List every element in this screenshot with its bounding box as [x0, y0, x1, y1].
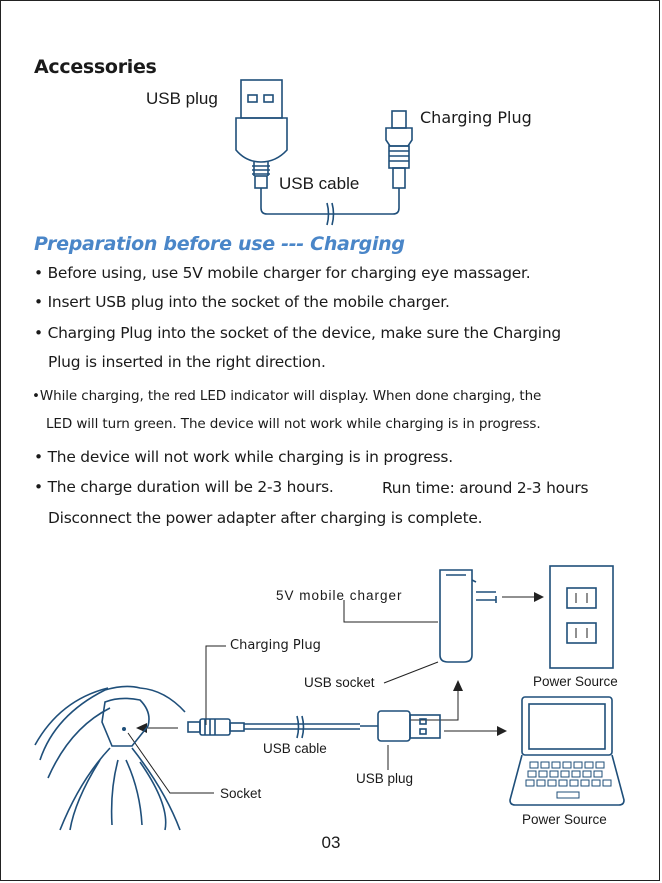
diagram-usb-plug-label: USB plug — [356, 771, 414, 786]
instruction-line: • Insert USB plug into the socket of the… — [34, 293, 450, 311]
instruction-line: Plug is inserted in the right direction. — [48, 353, 326, 371]
laptop-icon — [509, 696, 625, 806]
page-number: 03 — [321, 833, 341, 852]
laptop-power-source-label: Power Source — [522, 812, 607, 827]
wall-charger-icon — [439, 569, 497, 663]
outlet-power-source-label: Power Source — [533, 674, 618, 689]
socket-label: Socket — [220, 786, 262, 801]
instruction-line: • The device will not work while chargin… — [34, 448, 453, 466]
diagram-usb-plug-icon — [360, 710, 441, 742]
wall-outlet-icon — [549, 565, 614, 669]
charger-label: 5V mobile charger — [276, 588, 403, 603]
instruction-line: LED will turn green. The device will not… — [46, 416, 541, 432]
leader-line — [205, 645, 226, 725]
eye-massager-icon — [34, 685, 186, 831]
arrow-icon — [502, 592, 544, 602]
leader-line — [127, 732, 214, 794]
usb-socket-label: USB socket — [304, 675, 375, 690]
arrow-icon — [410, 680, 463, 721]
accessory-usb-plug-icon — [235, 79, 288, 189]
accessories-heading: Accessories — [34, 56, 157, 78]
instruction-line: •While charging, the red LED indicator w… — [32, 388, 542, 404]
arrow-icon — [136, 723, 178, 733]
accessory-usb-plug-label: USB plug — [146, 89, 218, 108]
diagram-usb-cable-icon — [244, 715, 360, 739]
instruction-line: Disconnect the power adapter after charg… — [48, 509, 483, 527]
leader-line — [343, 600, 438, 623]
diagram-charging-plug-label: Charging Plug — [230, 638, 321, 653]
accessory-charging-plug-label: Charging Plug — [420, 108, 532, 127]
accessory-usb-cable-icon — [260, 188, 400, 215]
accessory-charging-plug-icon — [385, 110, 413, 189]
arrow-icon — [444, 726, 507, 736]
instruction-line: Run time: around 2-3 hours — [382, 479, 589, 497]
diagram-charging-plug-icon — [187, 718, 245, 736]
accessory-usb-cable-label: USB cable — [279, 174, 360, 193]
diagram-usb-cable-label: USB cable — [263, 741, 327, 756]
instruction-line: • Before using, use 5V mobile charger fo… — [34, 264, 531, 282]
leader-line — [383, 661, 439, 684]
instruction-line: • The charge duration will be 2-3 hours. — [34, 478, 334, 496]
preparation-heading: Preparation before use --- Charging — [34, 233, 405, 255]
instruction-line: • Charging Plug into the socket of the d… — [34, 324, 561, 342]
